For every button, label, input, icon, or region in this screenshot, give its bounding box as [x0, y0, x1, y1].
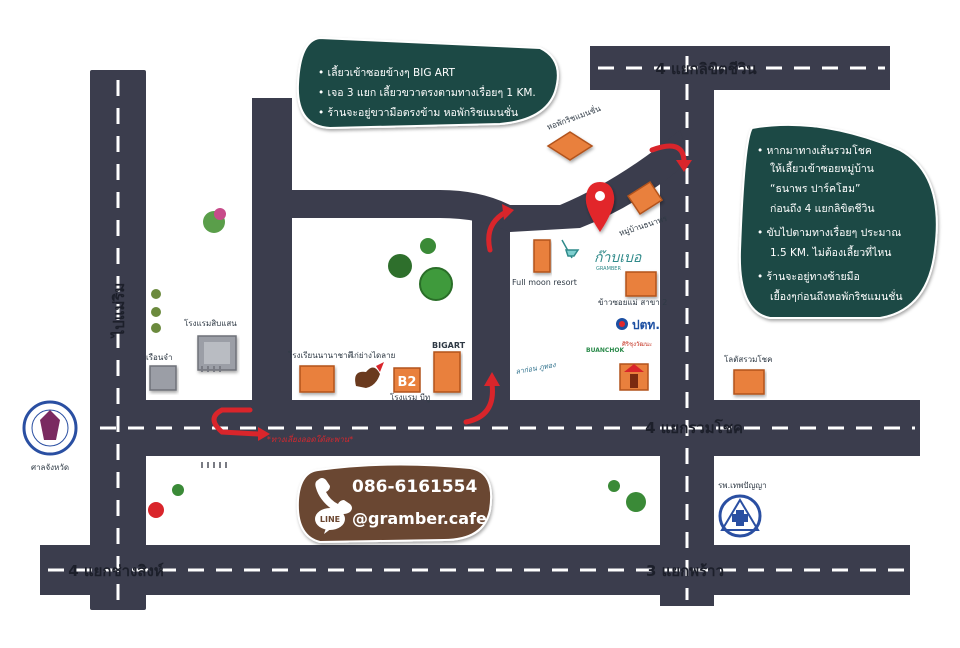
- panel-right-line-8: เยื้องๆก่อนถึงหอพักริชแมนชั่น: [770, 289, 903, 303]
- ptt-sign: ปตท.: [616, 318, 660, 332]
- swing-icon: [561, 239, 580, 259]
- road-label-top-right: 4 แยกลิขิตชีวิน: [655, 60, 757, 78]
- label-b2-logo: B2: [398, 375, 417, 390]
- label-school: โรงเรียนนานาชาติ: [288, 350, 353, 360]
- label-ptt: ปตท.: [632, 318, 660, 332]
- panel-right-line-4: ก่อนถึง 4 แยกลิขิตชีวิน: [770, 202, 875, 215]
- cafe-logo-text: ก๊าบเบอ: [594, 250, 642, 266]
- chicken-icon: ไก่ย่างไดลาย: [349, 351, 395, 388]
- building-lotus: โลตัสรวมโชค: [724, 354, 772, 395]
- arrow-bigart-turn: [463, 381, 495, 425]
- building-khaosoi: ข้าวซอยแม่ สาขา 2: [598, 271, 667, 307]
- label-richmansion: หอพักริชแมนชั่น: [545, 102, 603, 132]
- panel-right-line-7: • ร้านจะอยู่ทางซ้ายมือ: [757, 270, 860, 283]
- contact-line-id[interactable]: @gramber.cafe: [352, 509, 487, 528]
- road-inner-left: [252, 98, 292, 408]
- label-hotel-sibsaen: โรงแรมสิบแสน: [184, 318, 237, 328]
- arrow-soi-turn: [486, 209, 509, 253]
- label-prison: เรือนจำ: [146, 353, 172, 362]
- building-prison: เรือนจำ: [146, 353, 177, 391]
- phone-icon: [315, 478, 352, 514]
- label-full-moon: Full moon resort: [512, 278, 577, 287]
- road-label-ruamchok: 4 แยกรวมโชค: [645, 418, 743, 437]
- sign-small-text: ลาก่อน ภูทอง: [515, 361, 557, 376]
- cafe-location-pin: [585, 182, 615, 232]
- label-shop-brand: BUANCHOK: [586, 347, 624, 354]
- shop-brand-sign: BUANCHOK ศิริชุงวัฒนะ: [586, 341, 652, 354]
- line-badge-text: LINE: [320, 515, 340, 524]
- fence-marks: [201, 366, 227, 468]
- building-bigart: BIGART: [432, 341, 466, 393]
- line-icon: LINE: [315, 508, 345, 534]
- panel-right-line-5: • ขับไปตามทางเรื่อยๆ ประมาณ: [757, 225, 901, 239]
- building-full-moon: Full moon resort: [512, 239, 577, 287]
- panel-left-line-3: • ร้านจะอยู่ขวามือตรงข้าม หอพักริชแมนชั่…: [318, 105, 518, 119]
- label-shop-brand-thai: ศิริชุงวัฒนะ: [622, 341, 652, 348]
- arrow-heads: [258, 160, 692, 441]
- label-hospital: รพ.เทพปัญญา: [718, 481, 767, 490]
- cafe-logo: ก๊าบเบอ GRAMBER: [594, 250, 642, 272]
- arrow-uturn: [211, 407, 261, 437]
- building-b2: B2 โรงแรม บีทู: [390, 367, 430, 403]
- label-b2-hotel: โรงแรม บีทู: [390, 392, 430, 403]
- trees: [148, 208, 646, 518]
- panel-right-line-2: ให้เลี้ยวเข้าซอยหมู่บ้าน: [770, 161, 874, 175]
- building-hotel-sibsaen: โรงแรมสิบแสน: [184, 318, 237, 371]
- panel-left-line-2: • เจอ 3 แยก เลี้ยวขวาตรงตามทางเรื่อยๆ 1 …: [318, 85, 536, 99]
- building-richmansion: หอพักริชแมนชั่น: [545, 102, 603, 161]
- lane-markings: [48, 56, 915, 600]
- instruction-panel-left: • เลี้ยวเข้าซอยข้างๆ BIG ART • เจอ 3 แยก…: [296, 36, 559, 130]
- panel-right-line-3: “ธนาพร ปาร์คโฮม”: [770, 182, 860, 195]
- cafe-logo-sub: GRAMBER: [596, 266, 621, 272]
- label-chicken: ไก่ย่างไดลาย: [349, 351, 395, 360]
- road-label-bottom-right: 3 แยกพร้าว: [646, 562, 724, 580]
- instruction-panel-right: • หากมาทางเส้นรวมโชค ให้เลี้ยวเข้าซอยหมู…: [738, 123, 938, 319]
- court-seal-icon: ศาลจังหวัด: [22, 400, 78, 472]
- temple-icon: [619, 363, 649, 391]
- label-lotus: โลตัสรวมโชค: [724, 354, 772, 364]
- contact-phone[interactable]: 086-6161554: [352, 477, 478, 497]
- road-right-vertical: [660, 46, 714, 606]
- sign-small: ลาก่อน ภูทอง: [515, 361, 557, 376]
- route-arrows: [211, 143, 687, 437]
- road-label-bottom-left: 4 แยกช่างสิงห์: [68, 562, 164, 580]
- hospital-icon: รพ.เทพปัญญา: [718, 481, 767, 538]
- label-khaosoi: ข้าวซอยแม่ สาขา 2: [598, 298, 667, 307]
- label-bigart: BIGART: [432, 341, 466, 350]
- panel-right-line-6: 1.5 KM. ไม่ต้องเลี้ยวที่ไหน: [770, 245, 891, 259]
- contact-badge: 086-6161554 LINE @gramber.cafe: [296, 463, 492, 544]
- road-label-left-vertical: ไปแม่ริม: [109, 283, 128, 340]
- road-curved-soi: [260, 130, 690, 232]
- panel-left-line-1: • เลี้ยวเข้าซอยข้างๆ BIG ART: [318, 65, 456, 79]
- label-court: ศาลจังหวัด: [31, 463, 69, 472]
- uturn-note: *ทางเลี่ยงลอดใต้สะพาน*: [267, 433, 353, 444]
- arrow-top-turn: [649, 143, 687, 165]
- building-school: โรงเรียนนานาชาติ: [288, 350, 353, 393]
- panel-right-line-1: • หากมาทางเส้นรวมโชค: [757, 144, 872, 157]
